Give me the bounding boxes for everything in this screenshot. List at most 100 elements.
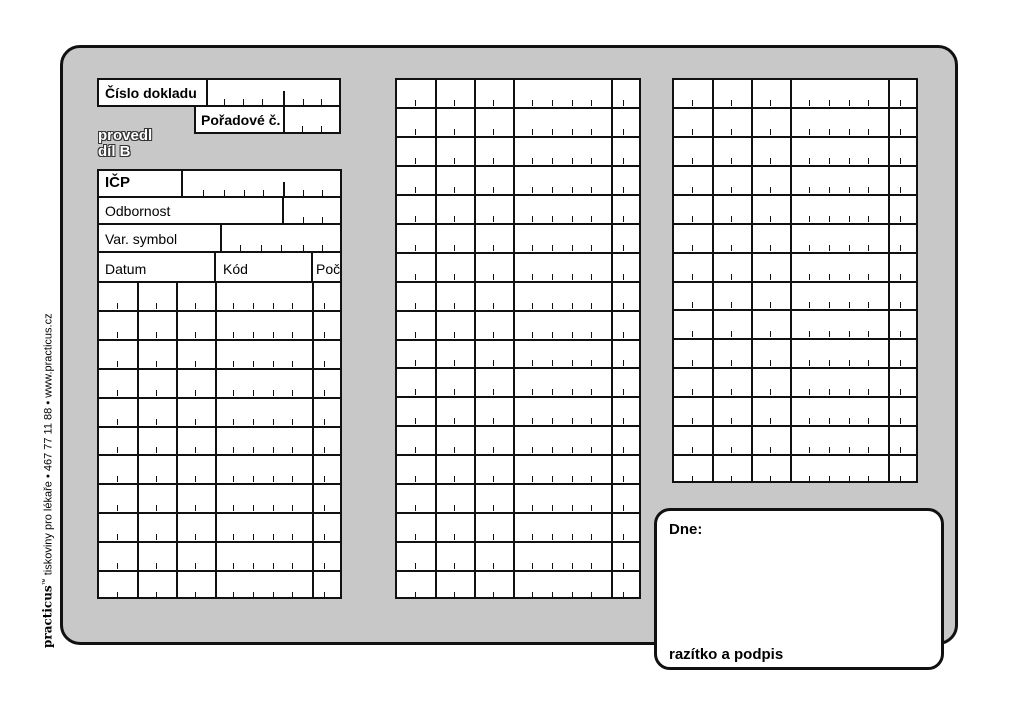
grid-row-divider <box>672 309 918 312</box>
icp-field[interactable]: IČP <box>97 169 342 198</box>
icp-label: IČP <box>105 174 131 191</box>
grid-digit-tick <box>623 592 624 598</box>
grid-digit-tick <box>868 244 869 251</box>
grid-digit-tick <box>194 360 196 367</box>
grid-digit-tick <box>731 418 732 425</box>
middle-entry-grid[interactable] <box>395 78 641 599</box>
grid-digit-tick <box>591 128 592 135</box>
grid-digit-tick <box>194 302 196 309</box>
grid-digit-tick <box>591 505 592 512</box>
var-symbol-field[interactable]: Var. symbol <box>97 223 342 253</box>
grid-digit-tick <box>415 389 416 396</box>
grid-digit-tick <box>809 157 810 164</box>
grid-row-divider <box>395 164 641 167</box>
grid-row-divider <box>395 367 641 370</box>
grid-digit-tick <box>623 273 624 280</box>
grid-digit-tick <box>552 418 553 425</box>
grid-digit-tick <box>292 476 294 483</box>
grid-digit-tick <box>292 447 294 454</box>
grid-digit-tick <box>324 592 326 598</box>
specialty-field[interactable]: Odbornost <box>97 196 342 225</box>
grid-digit-tick <box>454 244 455 251</box>
grid-column-divider <box>312 281 315 599</box>
grid-digit-tick <box>591 302 592 309</box>
grid-digit-tick <box>155 331 157 338</box>
grid-digit-tick <box>155 534 157 541</box>
grid-digit-tick <box>292 331 294 338</box>
grid-digit-tick <box>292 505 294 512</box>
grid-digit-tick <box>532 128 533 135</box>
grid-digit-tick <box>155 505 157 512</box>
grid-digit-tick <box>552 99 553 106</box>
grid-digit-tick <box>253 302 255 309</box>
order-number-field[interactable]: Pořadové č. <box>194 105 341 134</box>
grid-digit-tick <box>572 215 573 222</box>
grid-digit-tick <box>900 128 901 135</box>
grid-digit-tick <box>532 215 533 222</box>
stamp-signature-box[interactable]: Dne: razítko a podpis <box>654 508 944 670</box>
grid-digit-tick <box>731 215 732 222</box>
grid-digit-tick <box>233 505 235 512</box>
grid-digit-tick <box>572 418 573 425</box>
left-entry-grid[interactable] <box>97 281 342 599</box>
grid-digit-tick <box>900 99 901 106</box>
grid-row-divider <box>395 454 641 457</box>
grid-digit-tick <box>829 447 830 454</box>
grid-column-divider <box>175 281 178 599</box>
grid-digit-tick <box>454 389 455 396</box>
grid-digit-tick <box>493 418 494 425</box>
grid-row-divider <box>395 338 641 341</box>
grid-digit-tick <box>829 418 830 425</box>
grid-digit-tick <box>454 302 455 309</box>
grid-row-divider <box>97 570 342 573</box>
grid-digit-tick <box>552 215 553 222</box>
grid-digit-tick <box>493 215 494 222</box>
grid-digit-tick <box>194 331 196 338</box>
grid-digit-tick <box>591 389 592 396</box>
doc-number-field[interactable]: Číslo dokladu <box>97 78 341 107</box>
grid-digit-tick <box>324 302 326 309</box>
grid-digit-tick <box>415 476 416 483</box>
grid-row-divider <box>97 483 342 486</box>
grid-outline <box>97 281 342 599</box>
grid-digit-tick <box>532 244 533 251</box>
grid-digit-tick <box>532 157 533 164</box>
grid-row-divider <box>672 193 918 196</box>
grid-digit-tick <box>532 563 533 570</box>
grid-digit-tick <box>273 360 275 367</box>
grid-digit-tick <box>454 592 455 598</box>
grid-digit-tick <box>532 418 533 425</box>
grid-digit-tick <box>623 447 624 454</box>
grid-digit-tick <box>900 157 901 164</box>
grid-digit-tick <box>532 389 533 396</box>
grid-digit-tick <box>194 592 196 598</box>
grid-digit-tick <box>623 505 624 512</box>
grid-digit-tick <box>273 302 275 309</box>
grid-digit-tick <box>415 128 416 135</box>
date-column-header: Datum <box>105 261 147 277</box>
grid-row-divider <box>395 106 641 109</box>
grid-digit-tick <box>731 331 732 338</box>
grid-digit-tick <box>324 360 326 367</box>
grid-digit-tick <box>829 157 830 164</box>
grid-row-divider <box>672 222 918 225</box>
grid-digit-tick <box>415 534 416 541</box>
grid-digit-tick <box>591 273 592 280</box>
grid-digit-tick <box>591 476 592 483</box>
grid-digit-tick <box>552 302 553 309</box>
grid-digit-tick <box>731 447 732 454</box>
grid-digit-tick <box>770 186 771 193</box>
grid-digit-tick <box>849 244 850 251</box>
right-entry-grid[interactable] <box>672 78 918 483</box>
performed-line1: provedl <box>98 127 153 144</box>
grid-digit-tick <box>415 186 416 193</box>
grid-digit-tick <box>868 215 869 222</box>
grid-digit-tick <box>253 360 255 367</box>
grid-digit-tick <box>809 418 810 425</box>
grid-digit-tick <box>532 476 533 483</box>
grid-digit-tick <box>770 389 771 396</box>
grid-digit-tick <box>623 476 624 483</box>
grid-digit-tick <box>829 186 830 193</box>
grid-digit-tick <box>292 563 294 570</box>
grid-digit-tick <box>849 302 850 309</box>
